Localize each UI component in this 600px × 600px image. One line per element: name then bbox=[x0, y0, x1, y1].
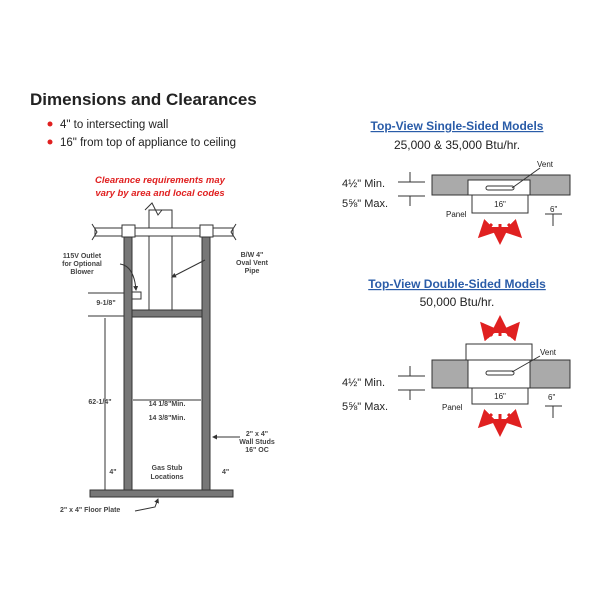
studs-label: Wall Studs bbox=[239, 439, 275, 446]
heat-arrows bbox=[477, 219, 523, 245]
single-btu: 25,000 & 35,000 Btu/hr. bbox=[394, 138, 520, 152]
bullet-dot bbox=[47, 139, 53, 145]
dim-top: 9-1/8" bbox=[96, 300, 115, 307]
right-stud bbox=[201, 236, 211, 491]
clearance-note: Clearance requirements may bbox=[95, 175, 226, 186]
left-gap: 4" bbox=[109, 469, 116, 476]
width-min: 14 1/8"Min. bbox=[149, 401, 186, 408]
single-panel-label: Panel bbox=[446, 210, 467, 219]
studs-label: 16" OC bbox=[245, 447, 269, 454]
single-title: Top-View Single-Sided Models bbox=[371, 119, 544, 133]
double-depth: 6" bbox=[548, 393, 555, 402]
double-sided-view: Top-View Double-Sided Models 50,000 Btu/… bbox=[342, 277, 571, 437]
single-vent-label: Vent bbox=[537, 160, 554, 169]
double-max: 5⅝" Max. bbox=[342, 401, 388, 413]
framing-elevation bbox=[88, 202, 240, 512]
dim-height: 62-1/4" bbox=[88, 399, 111, 406]
double-min: 4½" Min. bbox=[342, 377, 385, 389]
clearance-note: vary by area and local codes bbox=[95, 188, 224, 199]
gas-stub-label: Locations bbox=[150, 474, 183, 481]
double-panel-label: Panel bbox=[442, 403, 463, 412]
shelf-header bbox=[131, 309, 203, 318]
double-width: 16" bbox=[494, 392, 506, 401]
floor-plate-label: 2" x 4" Floor Plate bbox=[60, 507, 120, 514]
single-max: 5⅝" Max. bbox=[342, 198, 388, 210]
double-vent-label: Vent bbox=[540, 348, 557, 357]
outlet-label: 115V Outlet bbox=[63, 253, 102, 260]
outlet-label: for Optional bbox=[62, 261, 102, 268]
single-width: 16" bbox=[494, 200, 506, 209]
double-btu: 50,000 Btu/hr. bbox=[420, 295, 495, 309]
single-min: 4½" Min. bbox=[342, 178, 385, 190]
single-sided-view: Top-View Single-Sided Models 25,000 & 35… bbox=[342, 119, 571, 245]
bullet-ceiling: 16" from top of appliance to ceiling bbox=[60, 137, 236, 149]
vent-pipe-label: B/W 4" bbox=[241, 252, 264, 259]
heat-arrows bbox=[477, 409, 523, 437]
vent-pipe-label: Oval Vent bbox=[236, 260, 269, 267]
bullet-dot bbox=[47, 121, 53, 127]
left-stud bbox=[123, 236, 133, 491]
studs-label: 2" x 4" bbox=[246, 431, 268, 438]
page-title: Dimensions and Clearances bbox=[30, 90, 257, 109]
outlet-box bbox=[131, 291, 142, 300]
vent-pipe-label: Pipe bbox=[245, 268, 260, 275]
outlet-label: Blower bbox=[70, 269, 94, 276]
right-gap: 4" bbox=[222, 469, 229, 476]
bullet-wall: 4" to intersecting wall bbox=[60, 119, 168, 131]
floor-plate bbox=[89, 489, 234, 498]
width-max: 14 3/8"Min. bbox=[149, 415, 186, 422]
gas-stub-label: Gas Stub bbox=[152, 465, 183, 472]
single-depth: 6" bbox=[550, 205, 557, 214]
double-title: Top-View Double-Sided Models bbox=[368, 277, 546, 291]
heat-arrows bbox=[480, 315, 520, 342]
